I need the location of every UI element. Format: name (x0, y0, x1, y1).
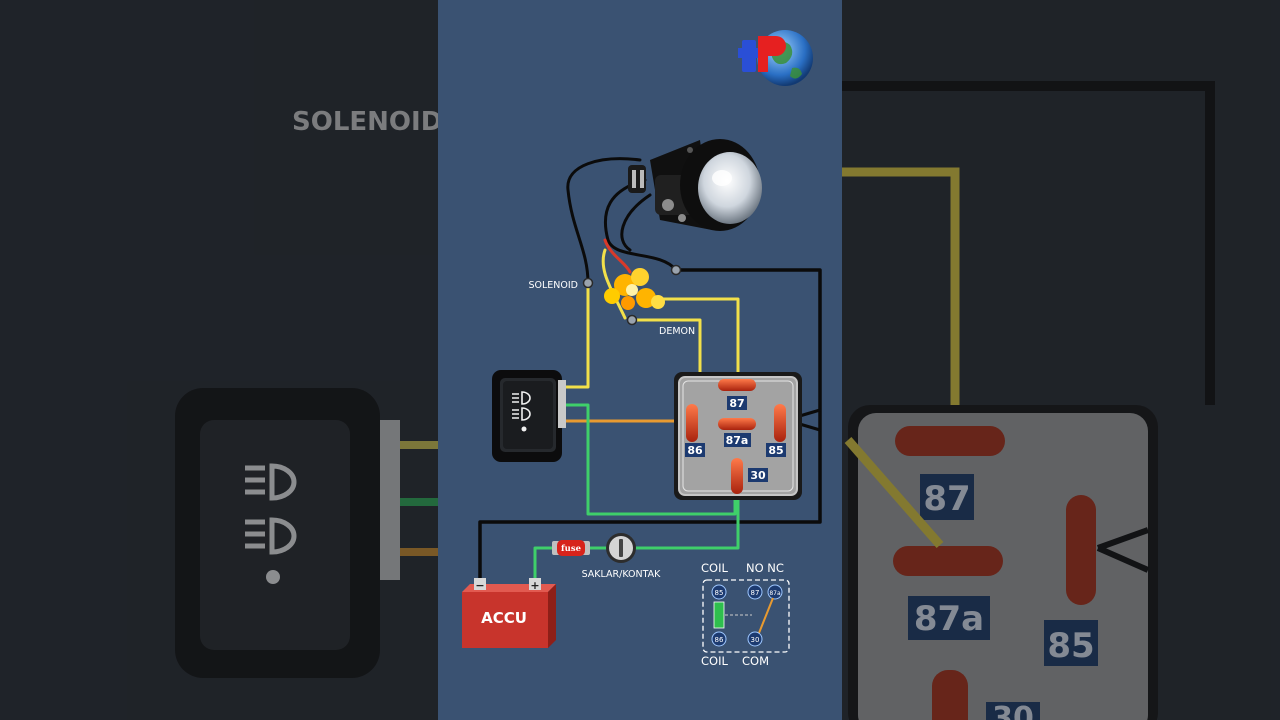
wire-yellow-demon (660, 297, 740, 384)
legend-pin-85: 85 (715, 589, 724, 597)
connector-dots (582, 264, 682, 326)
ignition-switch[interactable] (606, 533, 636, 563)
relay-pin-legend: COIL NO NC 85 86 87 87a 30 COIL COM (701, 561, 790, 668)
relay-pin-85-label: 85 (768, 444, 783, 457)
solenoid-label: SOLENOID (528, 280, 578, 291)
relay-pin-86-label: 86 (687, 444, 703, 457)
legend-com: COM (742, 654, 769, 668)
relay-pin-30-terminal (731, 458, 743, 494)
wire-black-lamp-2 (603, 178, 678, 272)
relay-pin-30-label: 30 (750, 469, 766, 482)
relay-pin-87a-label: 87a (726, 434, 749, 447)
spark-burst-icon (604, 268, 665, 310)
wire-black-lamp-loop (566, 157, 642, 285)
headlight-switch[interactable] (492, 370, 566, 462)
wire-green-switch (560, 403, 737, 516)
bg-pin-85: 85 (1047, 626, 1094, 666)
relay-pin-87a-terminal (718, 418, 756, 430)
battery-label: ACCU (481, 609, 527, 627)
switch-indicator-dot (521, 426, 527, 432)
globe-logo-icon (738, 30, 813, 86)
ignition-key-icon (619, 539, 623, 557)
wire-yellow-solenoid (560, 281, 590, 389)
battery-plus-sign: + (530, 579, 539, 592)
bg-pin-87a: 87a (914, 599, 984, 639)
relay-pin-87-terminal (718, 379, 756, 391)
bg-pin-30: 30 (992, 701, 1034, 720)
legend-pin-87a: 87a (769, 590, 781, 597)
wire-black-ground-top (478, 268, 822, 582)
projector-headlamp-icon (628, 139, 762, 231)
wire-green-30 (634, 493, 740, 550)
fuse: fuse (552, 540, 590, 556)
battery-minus-sign: − (475, 579, 484, 592)
legend-coil-top: COIL (701, 561, 728, 575)
background-right-blur: 87 87a 85 30 (842, 0, 1280, 720)
legend-coil-bottom: COIL (701, 654, 728, 668)
wire-yellow-lamp (601, 248, 627, 320)
bg-solenoid-label: SOLENOID (292, 107, 442, 137)
relay-pin-87-label: 87 (729, 397, 744, 410)
legend-pin-86: 86 (715, 636, 724, 644)
wire-black-lamp-3 (620, 193, 652, 252)
battery: − + ACCU (462, 578, 556, 648)
ignition-switch-label: SAKLAR/KONTAK (582, 569, 662, 580)
wire-red-lamp (603, 238, 632, 274)
legend-pin-87: 87 (751, 589, 760, 597)
headlight-beam-icon (512, 391, 531, 421)
legend-no-nc: NO NC (746, 561, 784, 575)
demon-label: DEMON (659, 326, 695, 337)
relay: 87 87a 86 85 30 (674, 372, 802, 500)
fuse-label: fuse (561, 544, 582, 554)
relay-pin-85-terminal (774, 404, 786, 442)
background-left-blur: SOLENOID (0, 0, 442, 720)
relay-pin-86-terminal (686, 404, 698, 442)
bg-pin-87: 87 (923, 479, 970, 519)
legend-pin-30: 30 (751, 636, 760, 644)
